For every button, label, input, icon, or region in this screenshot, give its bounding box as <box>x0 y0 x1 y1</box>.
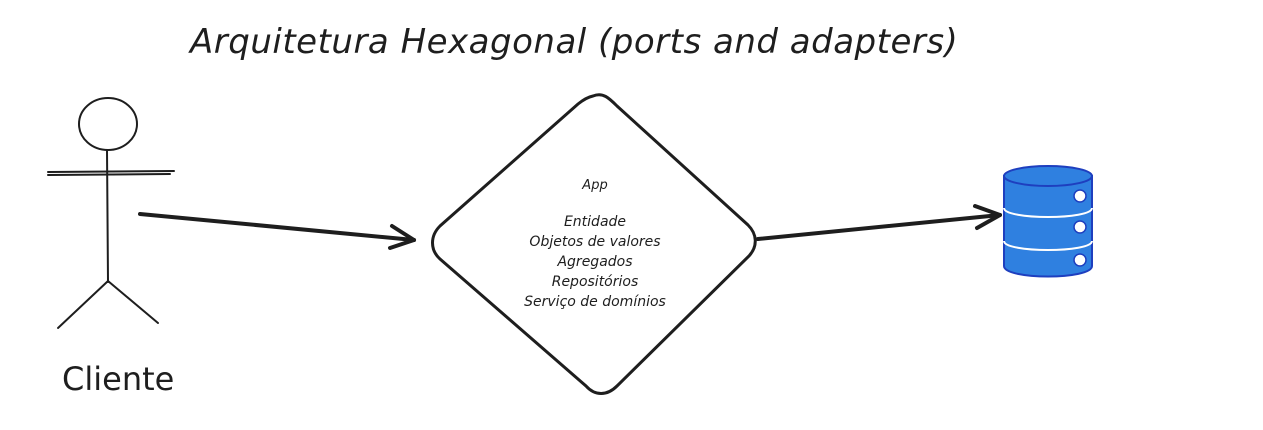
database-led-3 <box>1073 253 1087 267</box>
arrow-app-to-database <box>756 204 1002 241</box>
diagram-title: Arquitetura Hexagonal (ports and adapter… <box>190 22 959 62</box>
app-item-objetos-de-valores: Objetos de valores <box>529 234 661 250</box>
actor-body <box>106 149 109 283</box>
database-led-2 <box>1073 220 1087 234</box>
actor-arms <box>47 170 175 176</box>
app-item-repositorios: Repositórios <box>551 274 639 290</box>
arrow-client-to-app <box>138 212 416 250</box>
database-led-1 <box>1073 189 1087 203</box>
actor-leg-left <box>57 280 109 329</box>
actor-head <box>78 97 138 151</box>
app-item-servico-de-dominios: Serviço de domínios <box>524 294 666 310</box>
app-item-agregados: Agregados <box>557 254 633 270</box>
database-icon <box>1003 165 1093 278</box>
app-hexagon <box>431 93 757 395</box>
app-content: App Entidade Objetos de valores Agregado… <box>470 176 720 312</box>
app-item-entidade: Entidade <box>563 214 627 230</box>
app-title: App <box>582 178 608 193</box>
actor-label: Cliente <box>62 360 175 398</box>
actor-leg-right <box>107 280 159 324</box>
actor-figure <box>47 97 175 329</box>
